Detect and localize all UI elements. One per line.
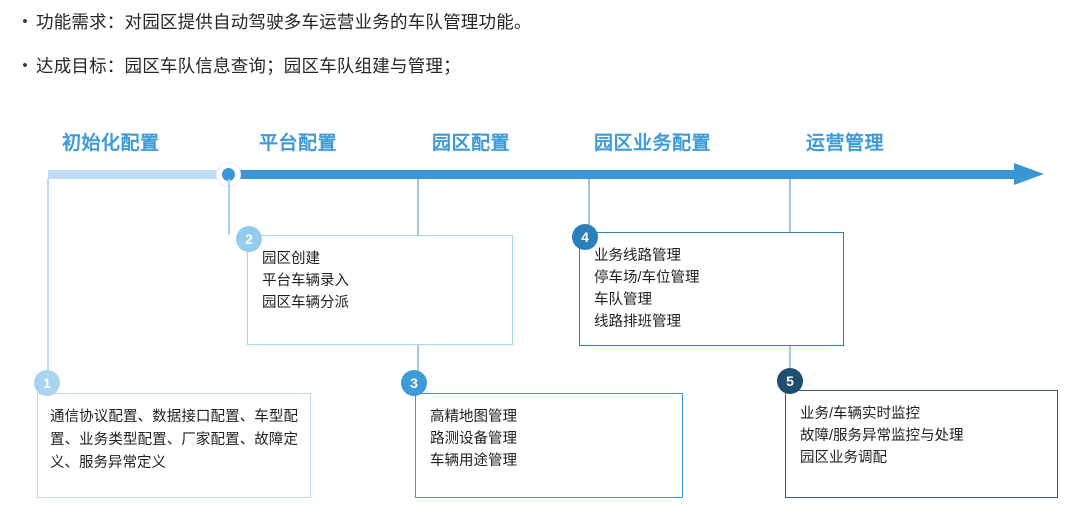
- list-item: 线路排班管理: [594, 314, 681, 330]
- connector-line-step-2: [228, 179, 230, 235]
- list-item: 车队管理: [594, 292, 652, 308]
- list-item: 业务/车辆实时监控: [800, 406, 921, 422]
- timeline-axis-completed-segment: [48, 170, 230, 179]
- list-item: 通信协议配置、数据接口配置、车型配置、业务类型配置、厂家配置、故障定义、服务异常…: [50, 409, 298, 471]
- list-item: 高精地图管理: [430, 409, 517, 425]
- list-item: • 达成目标：园区车队信息查询；园区车队组建与管理；: [14, 52, 1054, 96]
- list-item: • 功能需求：对园区提供自动驾驶多车运营业务的车队管理功能。: [14, 8, 1054, 52]
- connector-line-step-1: [47, 179, 49, 393]
- list-item: 平台车辆录入: [262, 273, 349, 289]
- step-4-item-list: 业务线路管理 停车场/车位管理 车队管理 线路排班管理: [594, 245, 833, 333]
- list-item: 停车场/车位管理: [594, 270, 700, 286]
- step-badge-2[interactable]: 2: [236, 226, 262, 252]
- step-badge-5[interactable]: 5: [777, 368, 803, 394]
- requirement-bullet-list: • 功能需求：对园区提供自动驾驶多车运营业务的车队管理功能。 • 达成目标：园区…: [14, 8, 1054, 96]
- phase-label-platform-config: 平台配置: [259, 133, 338, 154]
- list-item: 园区创建: [262, 251, 320, 267]
- list-item: 业务线路管理: [594, 248, 681, 264]
- list-item: 园区车辆分派: [262, 295, 349, 311]
- list-item: 园区业务调配: [800, 450, 887, 466]
- list-item: 车辆用途管理: [430, 453, 517, 469]
- step-box-5[interactable]: 业务/车辆实时监控 故障/服务异常监控与处理 园区业务调配: [785, 390, 1058, 498]
- timeline-arrow-icon: [1014, 163, 1044, 185]
- step-badge-3[interactable]: 3: [401, 370, 427, 396]
- bullet-marker-icon: •: [22, 13, 28, 30]
- list-item: 故障/服务异常监控与处理: [800, 428, 964, 444]
- list-item: 路测设备管理: [430, 431, 517, 447]
- timeline-current-marker-dot: [222, 168, 235, 181]
- step-1-item-list: 通信协议配置、数据接口配置、车型配置、业务类型配置、厂家配置、故障定义、服务异常…: [50, 406, 298, 475]
- step-box-3[interactable]: 高精地图管理 路测设备管理 车辆用途管理: [415, 393, 683, 498]
- phase-label-initialization: 初始化配置: [62, 133, 160, 154]
- step-badge-1[interactable]: 1: [34, 370, 60, 396]
- bullet-text-functional-requirement: 功能需求：对园区提供自动驾驶多车运营业务的车队管理功能。: [36, 12, 532, 32]
- step-5-item-list: 业务/车辆实时监控 故障/服务异常监控与处理 园区业务调配: [800, 403, 1047, 469]
- phase-label-operations-mgmt: 运营管理: [806, 133, 885, 154]
- connector-line-step-4: [588, 179, 590, 235]
- bullet-marker-icon: •: [22, 57, 28, 74]
- step-box-2[interactable]: 园区创建 平台车辆录入 园区车辆分派: [247, 235, 513, 345]
- bullet-text-goal: 达成目标：园区车队信息查询；园区车队组建与管理；: [36, 56, 461, 76]
- step-3-item-list: 高精地图管理 路测设备管理 车辆用途管理: [430, 406, 672, 472]
- phase-label-park-config: 园区配置: [432, 133, 511, 154]
- step-badge-4[interactable]: 4: [572, 224, 598, 250]
- step-box-1[interactable]: 通信协议配置、数据接口配置、车型配置、业务类型配置、厂家配置、故障定义、服务异常…: [37, 393, 311, 498]
- step-2-item-list: 园区创建 平台车辆录入 园区车辆分派: [262, 248, 502, 314]
- step-box-4[interactable]: 业务线路管理 停车场/车位管理 车队管理 线路排班管理: [579, 232, 844, 346]
- timeline-axis-active-segment: [228, 170, 1018, 179]
- phase-label-park-business-config: 园区业务配置: [594, 133, 712, 154]
